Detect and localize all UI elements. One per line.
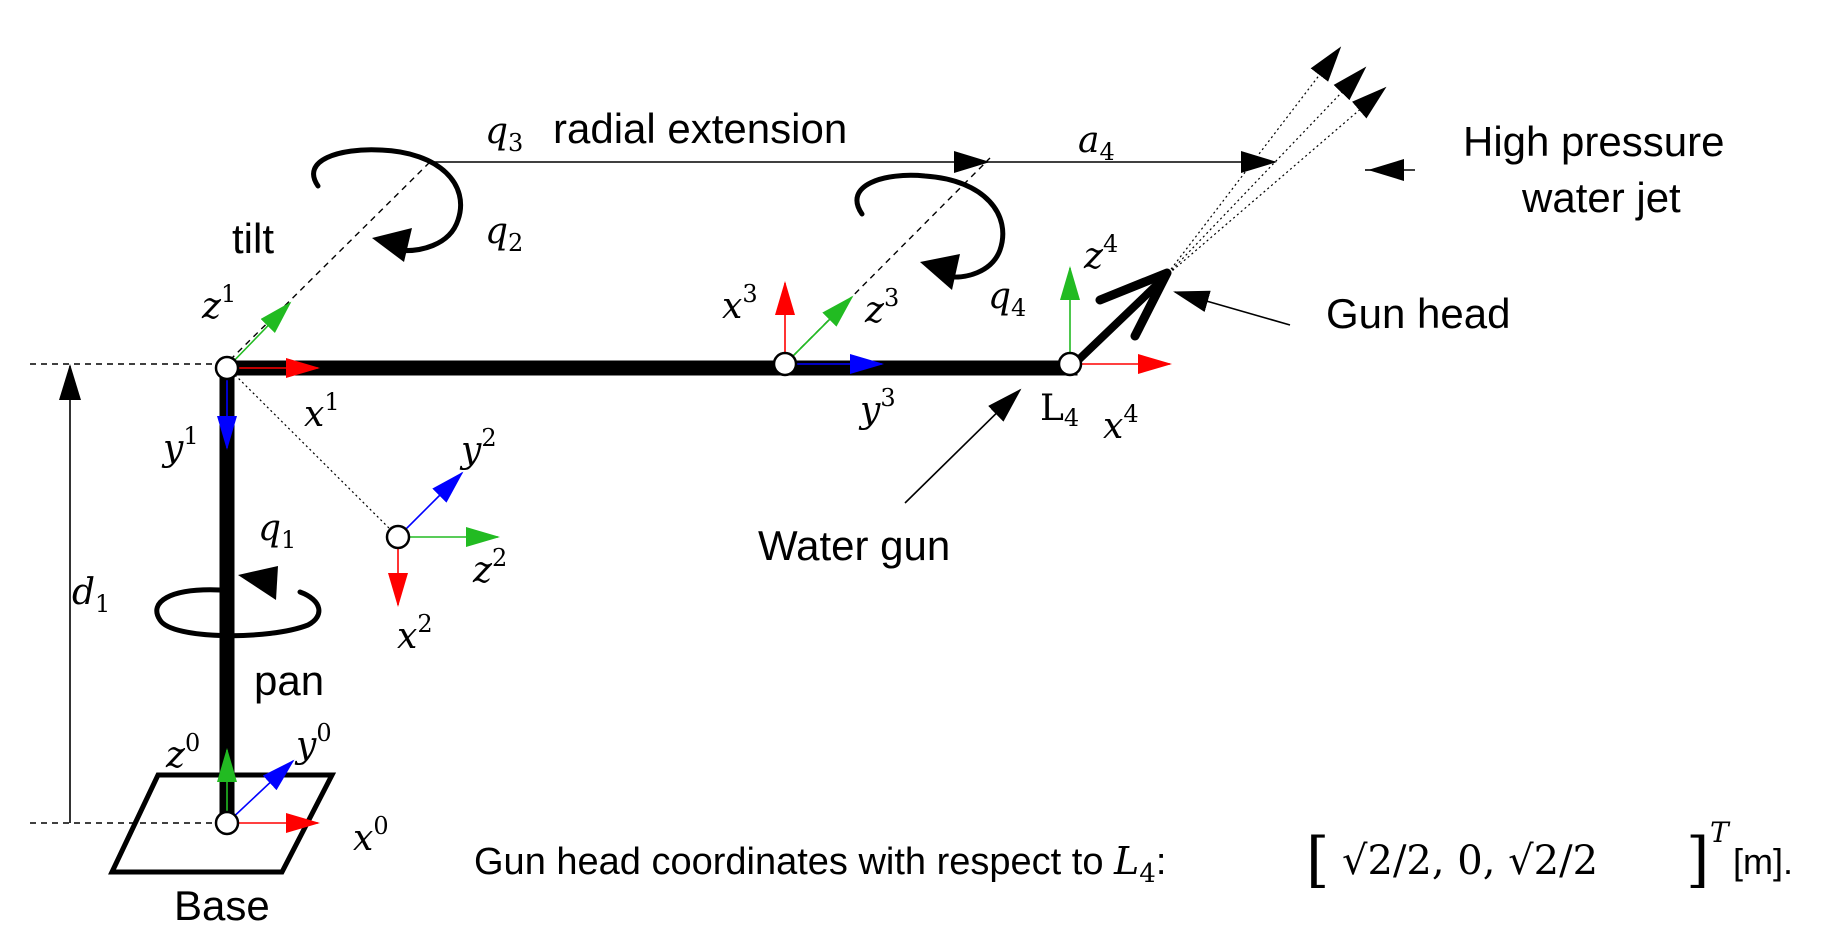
water-jet <box>1164 46 1387 278</box>
tilt-rotation-arrowhead <box>372 228 412 262</box>
x4-label: x4 <box>1103 400 1139 447</box>
q4-label: q4 <box>988 276 1026 322</box>
q4-rotation-curve <box>854 172 1006 280</box>
y1-label: y1 <box>161 422 199 469</box>
caption-text: Gun head coordinates with respect to L4: <box>474 839 1166 889</box>
left-bracket: [ <box>1306 825 1329 895</box>
jet-line-3 <box>1164 86 1387 278</box>
gun-head-pointer-arrow <box>1173 290 1291 326</box>
z1-axis <box>226 301 292 369</box>
transpose-label: T <box>1710 816 1731 849</box>
y2-label: y2 <box>459 424 497 471</box>
z1-label: z1 <box>201 280 236 327</box>
y3-label: y3 <box>858 384 896 431</box>
gun-head-arrow <box>1095 268 1172 341</box>
a4-label: a4 <box>1078 120 1115 166</box>
x2-label: x2 <box>397 610 433 657</box>
radial-extension-label: radial extension <box>553 105 847 152</box>
frame-2-axes <box>385 471 500 607</box>
z4-label: z4 <box>1083 230 1118 277</box>
tilt-rotation-curve <box>311 147 464 254</box>
water-gun-label: Water gun <box>758 522 950 569</box>
tilt-label: tilt <box>232 215 274 262</box>
jet-label-line2: water jet <box>1521 174 1681 221</box>
caption: Gun head coordinates with respect to L4:… <box>474 816 1793 895</box>
joint-4 <box>1057 351 1083 377</box>
z3-label: z3 <box>864 284 899 331</box>
joint-3 <box>772 351 798 377</box>
y0-label: y0 <box>294 719 332 766</box>
pan-rotation-arrowhead <box>238 566 278 600</box>
z3-axis <box>784 295 854 365</box>
frame-1-axes <box>214 301 320 450</box>
rotation-symbols <box>154 147 1006 639</box>
base-label: Base <box>174 882 270 926</box>
q3-label: q3 <box>485 111 523 157</box>
right-bracket: ] <box>1686 825 1709 895</box>
joint-1 <box>214 355 240 381</box>
pan-label: pan <box>254 657 324 704</box>
jet-label-line1: High pressure <box>1463 118 1724 165</box>
pan-rotation-curve <box>154 587 322 639</box>
z0-label: z0 <box>165 729 200 776</box>
jet-line-2 <box>1164 66 1367 278</box>
q4-rotation-arrowhead <box>920 254 960 290</box>
frame-0-origin <box>214 810 240 836</box>
x0-label: x0 <box>353 812 389 859</box>
y2-axis <box>397 471 464 538</box>
unit-label: [m]. <box>1733 841 1793 882</box>
x1-label: x1 <box>304 388 340 435</box>
q2-label: q2 <box>485 211 523 257</box>
d1-label: d1 <box>72 572 110 618</box>
gun-head-label: Gun head <box>1326 290 1511 337</box>
q1-label: q1 <box>258 508 296 554</box>
frame-3-axes <box>772 281 884 377</box>
caption-vector: √2/2, 0, √2/2 <box>1342 838 1598 884</box>
x3-label: x3 <box>722 280 758 327</box>
frame-0-axes <box>214 748 320 836</box>
frame-4-axes <box>1057 266 1172 377</box>
water-gun-pointer-arrow <box>904 388 1022 504</box>
jet-line-1 <box>1164 46 1342 278</box>
l4-label: L4 <box>1040 388 1079 432</box>
gun-head-link <box>1067 274 1168 371</box>
z2-label: z2 <box>472 544 507 591</box>
frame-2-origin <box>385 524 411 550</box>
y0-axis <box>226 759 295 824</box>
robot-links <box>219 268 1172 831</box>
dimension-lines <box>30 363 222 824</box>
